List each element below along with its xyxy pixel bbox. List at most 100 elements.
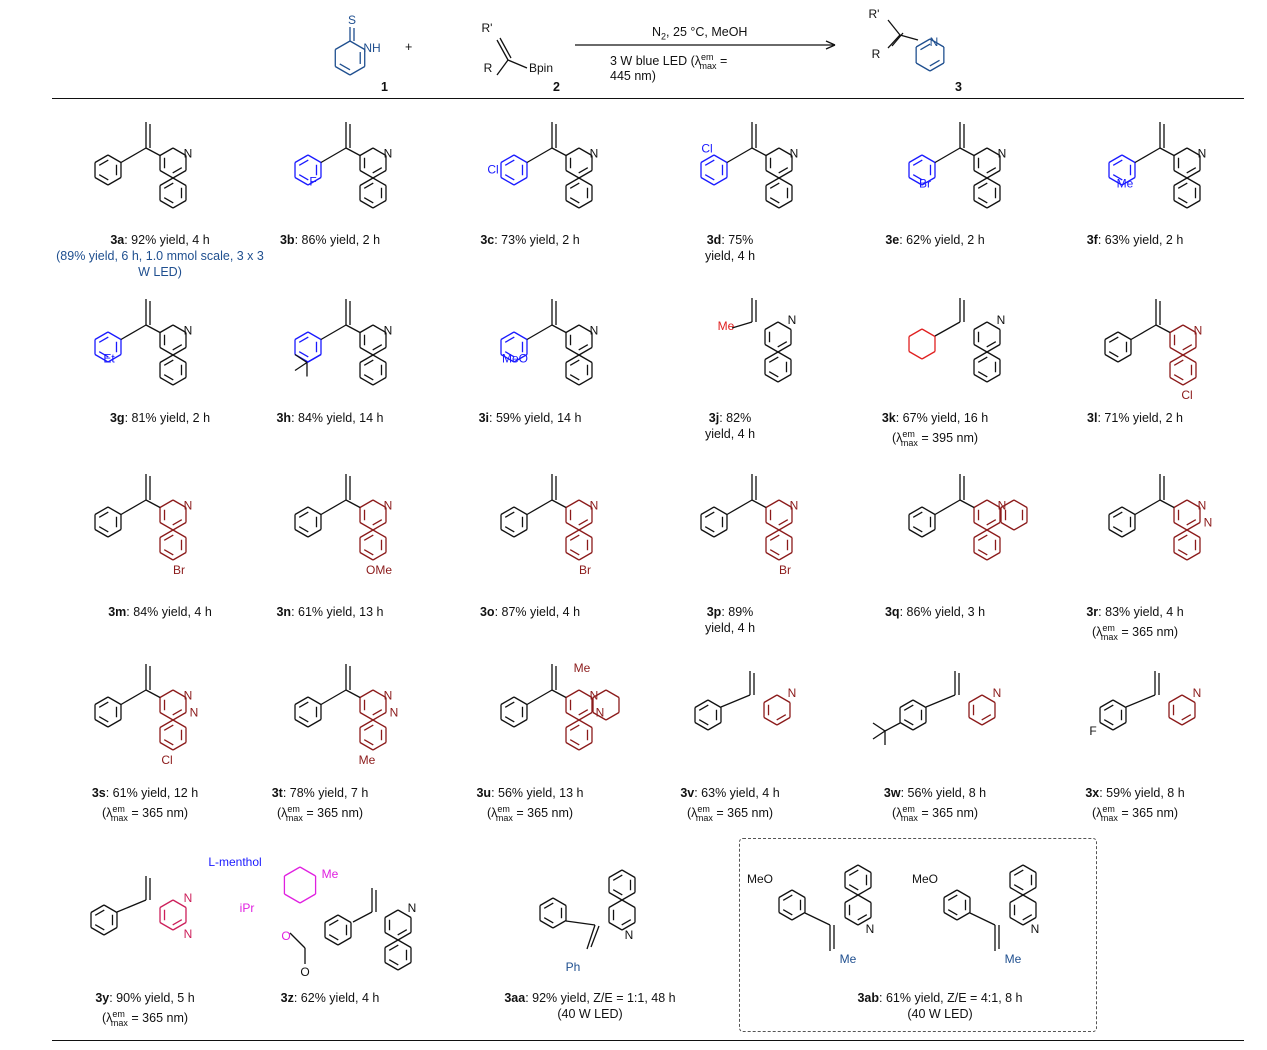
bond xyxy=(294,361,308,372)
bond xyxy=(145,499,161,509)
nitrogen-atom: N xyxy=(998,147,1007,161)
ring-bond xyxy=(565,324,580,334)
double-bond xyxy=(298,336,309,343)
substituent: F xyxy=(309,175,316,189)
ring-bond xyxy=(908,528,923,538)
r-label: R xyxy=(872,47,881,61)
ring-bond xyxy=(844,916,859,926)
nitrogen-atom: N xyxy=(184,927,193,941)
nitrogen-atom: N xyxy=(1204,516,1213,530)
ring-bond xyxy=(578,529,593,539)
double-bond xyxy=(977,182,988,189)
double-bond xyxy=(163,374,174,381)
compound-number: 3h xyxy=(276,411,292,425)
ring-bond xyxy=(397,939,412,949)
substituent: Cl xyxy=(487,163,498,177)
yield-text: : 86% yield, 3 h xyxy=(899,605,986,619)
double-bond xyxy=(1112,526,1123,533)
ring-bond xyxy=(973,169,988,179)
ring-bond xyxy=(973,351,988,361)
ring-bond xyxy=(359,354,374,364)
ring-bond xyxy=(592,711,607,721)
ring-bond xyxy=(565,354,580,364)
double-bond xyxy=(1186,519,1197,526)
ring-bond xyxy=(908,328,923,338)
ring-bond xyxy=(372,324,387,334)
ring-bond xyxy=(159,689,174,699)
ring-bond xyxy=(565,741,580,751)
ring-bond xyxy=(1013,499,1028,509)
double-bond xyxy=(912,511,923,518)
ring-bond xyxy=(513,506,528,516)
double-bond xyxy=(98,511,109,518)
ring-bond xyxy=(172,169,187,179)
ring-bond xyxy=(763,716,778,726)
caption-3d: 3d: 75%yield, 4 h xyxy=(625,232,835,264)
ring-bond xyxy=(159,169,174,179)
compound-number: 3o xyxy=(479,605,495,619)
ring-bond xyxy=(324,914,339,924)
bond xyxy=(726,499,753,516)
double-bond xyxy=(981,714,992,721)
nh-group: NH xyxy=(363,41,380,55)
double-bond xyxy=(298,716,309,723)
ring-bond xyxy=(921,506,936,516)
ring-bond xyxy=(578,169,593,179)
ring-bond xyxy=(1186,551,1201,561)
bond xyxy=(1134,147,1161,164)
compound-number: 3z xyxy=(280,991,294,1005)
ring-bond xyxy=(500,331,515,341)
double-bond xyxy=(920,43,931,51)
double-bond xyxy=(612,874,623,881)
double-bond xyxy=(1182,344,1193,351)
ring-bond xyxy=(1168,694,1183,704)
double-bond xyxy=(704,174,715,181)
ring-bond xyxy=(159,711,174,721)
ring-bond xyxy=(578,521,593,531)
nitrogen-atom: N xyxy=(1198,147,1207,161)
double-bond xyxy=(698,719,709,726)
double-bond xyxy=(363,724,374,731)
ring-bond xyxy=(107,696,122,706)
caption-3r: 3r: 83% yield, 4 h(λemmax = 365 nm) xyxy=(1030,604,1240,645)
double-bond xyxy=(612,889,623,896)
caption-3h: 3h: 84% yield, 14 h xyxy=(225,410,435,426)
ring-bond xyxy=(500,696,515,706)
double-bond xyxy=(172,919,183,926)
ring-bond xyxy=(986,529,1001,539)
ring-bond xyxy=(765,551,780,561)
wavelength-note: (λemmax = 365 nm) xyxy=(1091,804,1179,823)
ring-bond xyxy=(694,721,709,731)
nitrogen-atom: N xyxy=(788,686,797,700)
ring-bond xyxy=(94,506,109,516)
ring-bond xyxy=(578,376,593,386)
nitrogen-atom: N xyxy=(997,313,1006,327)
bond xyxy=(1125,694,1156,708)
bond xyxy=(959,499,975,509)
ring-bond xyxy=(1000,521,1015,531)
ring-bond xyxy=(565,529,580,539)
double-bond xyxy=(94,924,105,931)
ring-bond xyxy=(1186,529,1201,539)
ring-bond xyxy=(294,176,309,186)
ring-bond xyxy=(943,911,958,921)
compound-number: 3b xyxy=(279,233,295,247)
bond xyxy=(526,147,553,164)
ring-bond xyxy=(908,176,923,186)
yield-text: : 90% yield, 5 h xyxy=(109,991,195,1005)
ring-bond xyxy=(1121,154,1136,164)
ring-bond xyxy=(359,551,374,561)
ring-bond xyxy=(1112,721,1127,731)
caption-3a: 3a: 92% yield, 4 h(89% yield, 6 h, 1.0 m… xyxy=(55,232,265,280)
ring-bond xyxy=(986,199,1001,209)
nitrogen-atom: N xyxy=(384,324,393,338)
ring-bond xyxy=(172,719,187,729)
ring-bond xyxy=(94,154,109,164)
double-bond xyxy=(569,549,580,556)
double-bond xyxy=(621,919,632,926)
ring-bond xyxy=(159,177,174,187)
yield-text: : 84% yield, 4 h xyxy=(126,605,212,619)
double-bond xyxy=(98,716,109,723)
yield-text: : 86% yield, 2 h xyxy=(294,233,381,247)
double-bond xyxy=(578,519,589,526)
